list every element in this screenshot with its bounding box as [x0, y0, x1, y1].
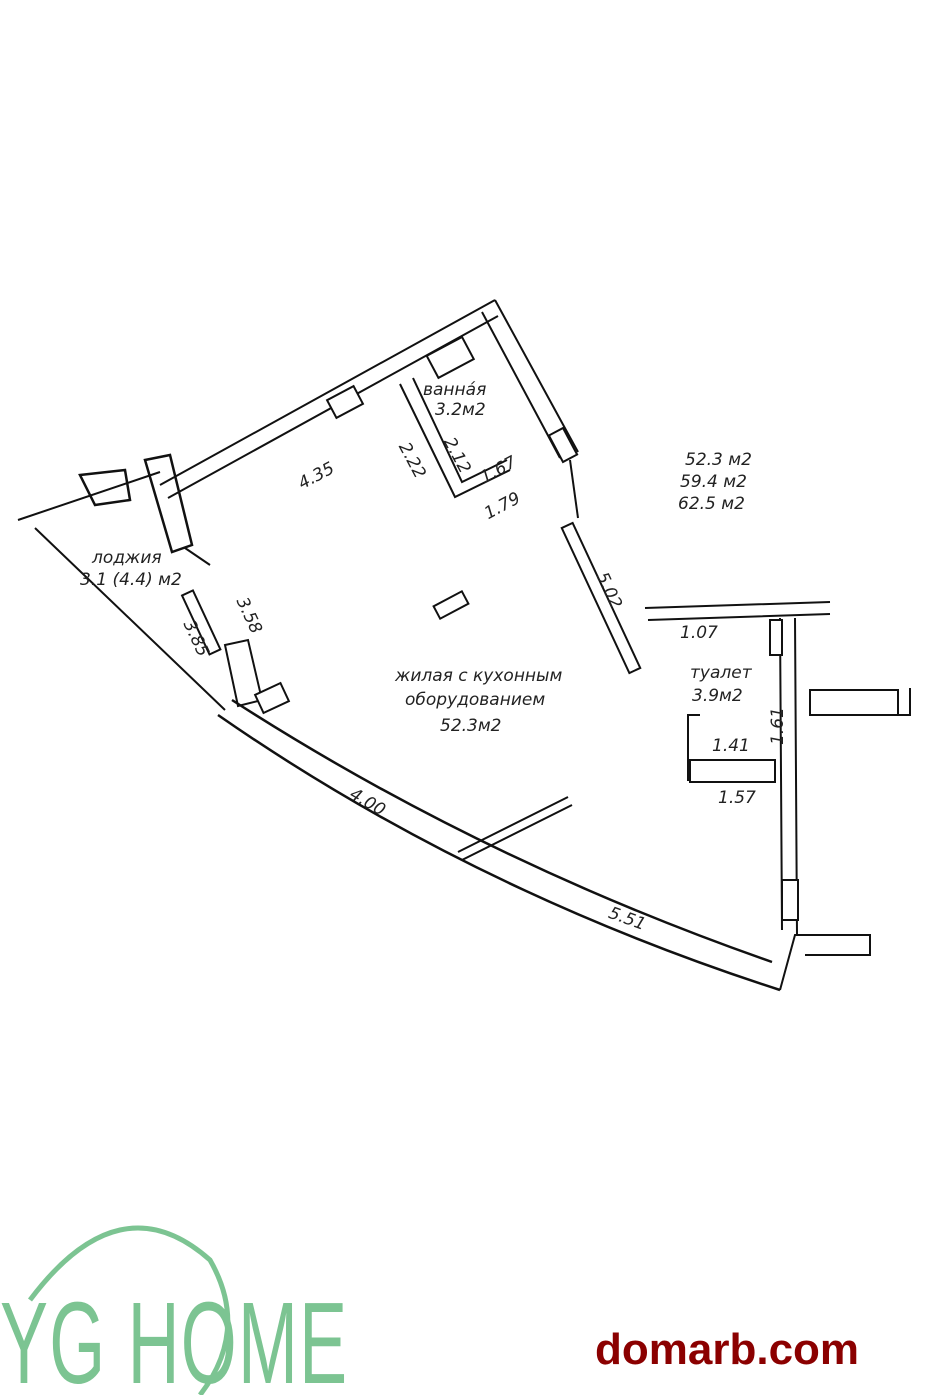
total-area-1: 52.3 м2: [685, 450, 752, 470]
loggia-wall: [17, 471, 226, 711]
partition: [457, 796, 573, 861]
living-area: 52.3м2: [440, 716, 502, 736]
bath-fixture: [425, 335, 476, 380]
window-right: [781, 879, 799, 921]
living-name-2: оборудованием: [405, 690, 546, 710]
toilet-fixture-row: [689, 759, 776, 783]
total-area-3: 62.5 м2: [678, 494, 745, 514]
kitchen-fixture-row: [809, 689, 899, 716]
living-name-1: жилая с кухонным: [395, 666, 563, 686]
wall-bath-right: [481, 299, 579, 459]
wall-bath-inner: [399, 377, 511, 499]
column-box: [253, 681, 291, 715]
toilet-fixture-top: [769, 619, 783, 656]
wall-358: [180, 589, 222, 656]
loggia-door-line: [184, 547, 211, 566]
loggia-block: [78, 453, 194, 554]
dim-1-57: 1.57: [718, 788, 756, 808]
yg-home-logo: YG HOME: [0, 1278, 349, 1395]
bathroom-name: ваннáя: [423, 380, 487, 400]
window-top: [325, 384, 365, 420]
wall-toilet-top: [644, 601, 831, 621]
bathroom-area: 3.2м2: [435, 400, 486, 420]
loggia-name: лоджия: [92, 548, 162, 568]
domarb-watermark: domarb.com: [595, 1325, 860, 1374]
total-area-2: 59.4 м2: [680, 472, 747, 492]
toilet-area: 3.9м2: [692, 686, 743, 706]
wall-bottom-right: [779, 934, 871, 991]
kitchen-island: [432, 589, 470, 621]
loggia-area: 3.1 (4.4) м2: [80, 570, 182, 590]
kitchen-fixture-end: [898, 688, 911, 716]
dim-1-07: 1.07: [680, 623, 718, 643]
wall-bath-right-post: [547, 426, 579, 464]
wall-502: [560, 521, 642, 675]
toilet-name: туалет: [690, 663, 752, 683]
dim-1-41: 1.41: [712, 736, 750, 756]
door-line: [569, 459, 579, 519]
